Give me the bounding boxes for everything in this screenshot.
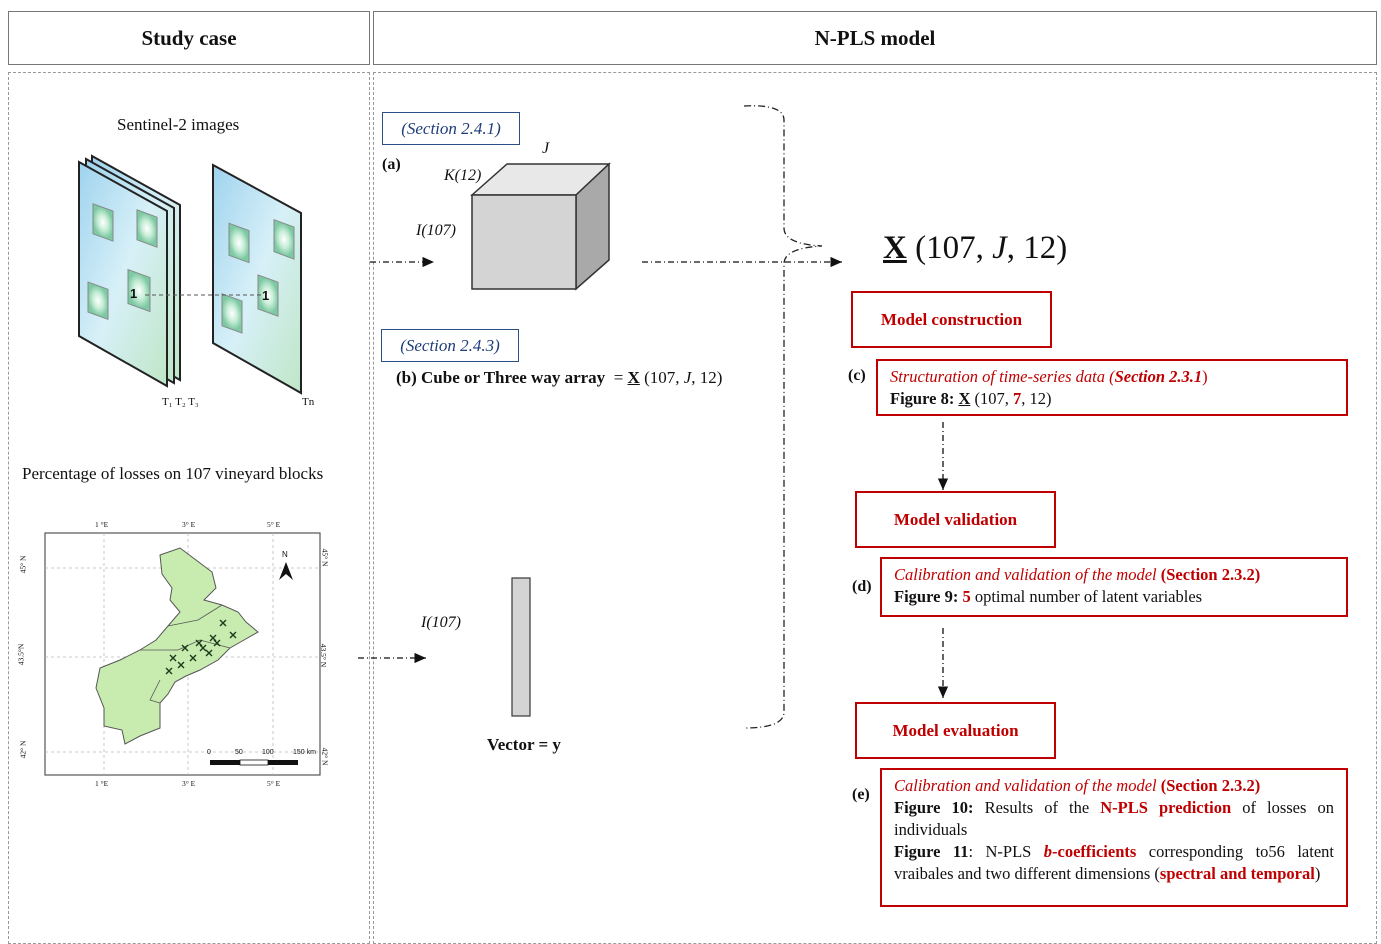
map-bottom-tick: 5° E xyxy=(267,779,281,788)
parcel-label-tn: 1 xyxy=(262,288,270,303)
image-stack xyxy=(78,154,181,388)
scale-label: 0 xyxy=(207,749,211,756)
tn-label: Tn xyxy=(302,396,315,408)
map-top-tick: 5° E xyxy=(267,520,281,529)
cube-definition: (b) Cube or Three way array = X (107, J,… xyxy=(396,368,723,387)
map-left-tick: 45° N xyxy=(18,555,28,574)
model-evaluation-step: Model evaluation xyxy=(855,702,1056,759)
label-a: (a) xyxy=(382,156,401,173)
model-construction-step: Model construction xyxy=(851,291,1052,348)
north-arrow-icon: N xyxy=(282,550,288,559)
step-c-description: Structuration of time-series data (Secti… xyxy=(876,359,1348,416)
step-d-description: Calibration and validation of the model … xyxy=(880,557,1348,617)
i-axis-label: I(107) xyxy=(416,222,456,239)
step-e-description: Calibration and validation of the model … xyxy=(880,768,1348,907)
map-right-tick: 42° N xyxy=(320,747,330,766)
scale-label: 100 xyxy=(262,749,274,756)
k-axis-label: K(12) xyxy=(444,167,482,184)
map-right-tick: 45° N xyxy=(320,548,330,567)
map-top-tick: 1 °E xyxy=(95,520,109,529)
sentinel-title: Sentinel-2 images xyxy=(117,115,240,134)
section-243-tag: (Section 2.4.3) xyxy=(381,329,519,362)
image-tn xyxy=(212,163,302,395)
study-case-header: Study case xyxy=(8,11,370,65)
vector-y-bar xyxy=(511,577,531,717)
map-top-tick: 3° E xyxy=(182,520,196,529)
scale-label: 150 km xyxy=(293,749,316,756)
map-left-tick: 43.5°N xyxy=(16,643,26,666)
losses-title: Percentage of losses on 107 vineyard blo… xyxy=(22,464,324,483)
data-cube xyxy=(470,162,611,291)
vector-i-label: I(107) xyxy=(421,614,461,631)
map-bottom-tick: 3° E xyxy=(182,779,196,788)
map-bottom-tick: 1 °E xyxy=(95,779,109,788)
label-c: (c) xyxy=(848,367,866,384)
label-e: (e) xyxy=(852,786,870,803)
model-validation-step: Model validation xyxy=(855,491,1056,548)
scale-label: 50 xyxy=(235,749,243,756)
big-x-formula: X (107, J, 12) xyxy=(883,230,1068,266)
diagram-graphics xyxy=(44,105,949,776)
map-right-tick: 43.5° N xyxy=(319,643,329,668)
parcel-label: 1 xyxy=(130,286,138,301)
brace xyxy=(743,105,823,729)
vector-y-label: Vector = y xyxy=(487,735,561,754)
section-241-tag: (Section 2.4.1) xyxy=(382,112,520,145)
vineyard-map xyxy=(44,532,321,776)
j-axis-label: J xyxy=(542,140,550,157)
label-d: (d) xyxy=(852,578,872,595)
stack-times: T₁ T₂ T₃ xyxy=(162,396,199,408)
npls-model-header: N-PLS model xyxy=(373,11,1377,65)
map-left-tick: 42° N xyxy=(18,740,28,759)
